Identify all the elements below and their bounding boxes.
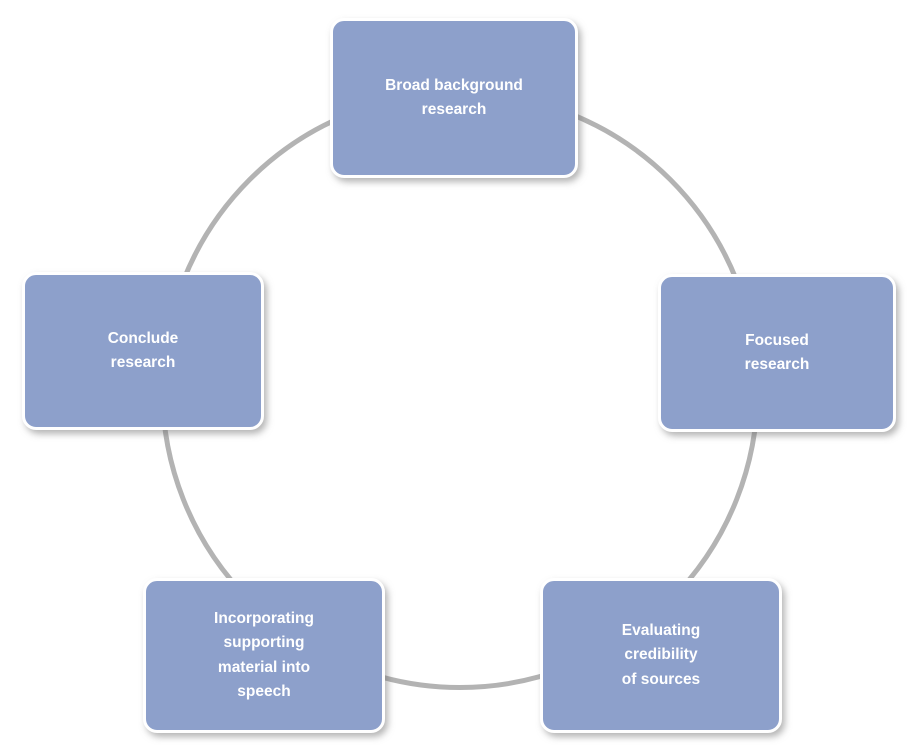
node-incorporating-supporting-material-into-speech: Incorporating supporting material into s… [143,578,385,733]
node-label-broad-background-research: Broad background research [385,76,523,118]
node-label-evaluating-credibility-of-sources: Evaluating credibility of sources [621,622,701,688]
node-focused-research: Focused research [658,274,896,432]
node-evaluating-credibility-of-sources: Evaluating credibility of sources [540,578,782,733]
node-label-focused-research: Focused research [744,331,810,373]
node-label-conclude-research: Conclude research [107,329,179,371]
node-label-incorporating-supporting-material-into-speech: Incorporating supporting material into s… [214,610,314,700]
node-conclude-research: Conclude research [22,272,264,430]
node-broad-background-research: Broad background research [330,18,578,178]
